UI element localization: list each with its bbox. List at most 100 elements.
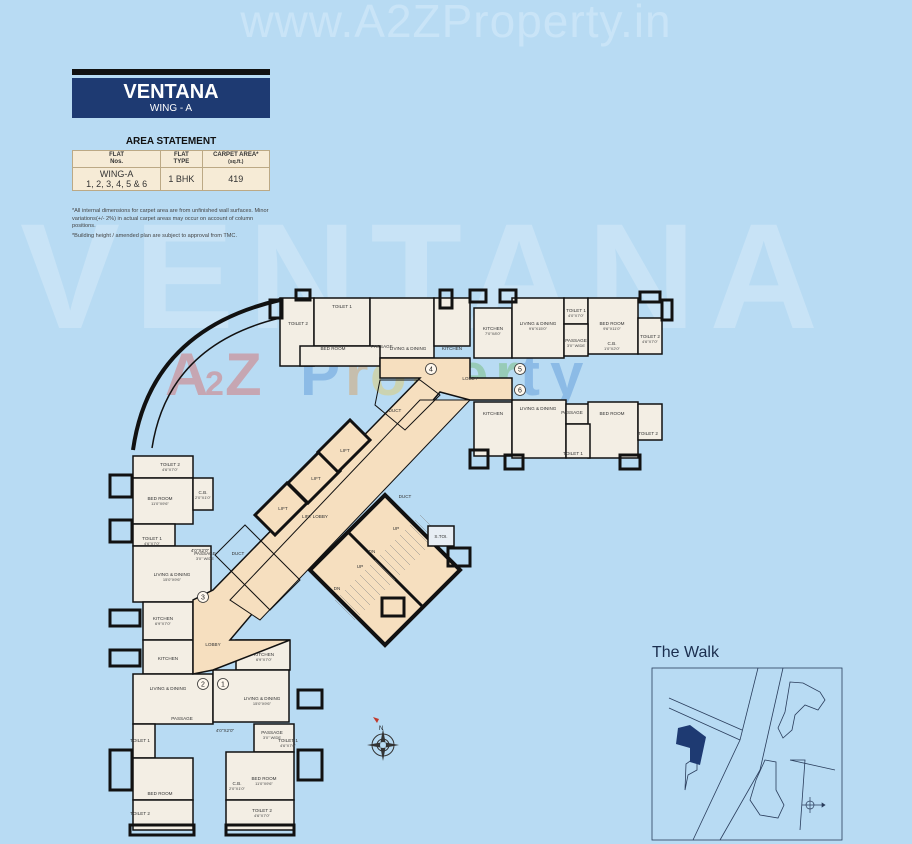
key-plan-title: The Walk bbox=[652, 644, 719, 661]
room-label: DUCT bbox=[389, 408, 402, 413]
balcony-ledge bbox=[638, 290, 662, 304]
room-label: LIVING & DINING bbox=[150, 686, 187, 691]
note: *All internal dimensions for carpet area… bbox=[72, 208, 269, 229]
flat-number-marker bbox=[197, 591, 209, 603]
room-area bbox=[299, 345, 381, 367]
room-label: C.B. bbox=[199, 490, 208, 495]
room-area bbox=[132, 757, 194, 801]
room-label: PASSAGE bbox=[171, 716, 193, 721]
room-dimension: 2'0"X1'0" bbox=[229, 786, 246, 791]
stair-tread bbox=[394, 539, 416, 561]
room-label: LIVING & DINING bbox=[520, 321, 557, 326]
room-dimension: 6'9"X7'0" bbox=[155, 621, 172, 626]
room-label: BED ROOM bbox=[320, 346, 345, 351]
flat-number-marker bbox=[514, 363, 526, 375]
room-label: TOILET 1 bbox=[130, 738, 150, 743]
room-label: 4'0"X2'0" bbox=[216, 728, 235, 733]
room-label: TOILET 1 bbox=[278, 738, 298, 743]
stair-tread bbox=[399, 534, 421, 556]
room-label: DUCT bbox=[399, 494, 412, 499]
notes: *All internal dimensions for carpet area… bbox=[72, 208, 272, 242]
room-label: TOILET 1 bbox=[142, 536, 162, 541]
room-dimension: 1'0"X2'0" bbox=[604, 346, 621, 351]
balcony-ledge bbox=[108, 648, 142, 668]
balcony-ledge bbox=[468, 448, 490, 470]
room-label: LIFT bbox=[311, 476, 321, 481]
balcony-ledge bbox=[294, 288, 312, 302]
project-title: VENTANA bbox=[123, 81, 219, 103]
room-area bbox=[132, 545, 212, 603]
balcony-ledge bbox=[108, 518, 134, 544]
flat-number: 6 bbox=[518, 388, 522, 395]
balcony-ledge bbox=[503, 453, 525, 471]
room-dimension: 6'9"X7'0" bbox=[256, 657, 273, 662]
balcony-ledge bbox=[446, 546, 472, 568]
room-area bbox=[142, 601, 194, 641]
room-dimension: 4'6"X7'0" bbox=[162, 467, 179, 472]
stair-tread bbox=[359, 574, 381, 596]
stair-tread bbox=[379, 554, 401, 576]
room-label: DN bbox=[334, 586, 341, 591]
room-label: LOBBY bbox=[205, 642, 220, 647]
room-dimension: 4'6"X7'0" bbox=[254, 813, 271, 818]
room-area bbox=[563, 323, 589, 357]
stair-tread bbox=[409, 524, 431, 546]
room-label: PASSAGE bbox=[261, 730, 283, 735]
north-compass-icon: N bbox=[367, 717, 399, 761]
room-label: BED ROOM bbox=[147, 791, 172, 796]
room-label: TOILET 2 bbox=[160, 462, 180, 467]
stair-tread bbox=[354, 579, 376, 601]
balcony-ledge bbox=[468, 288, 488, 304]
room-dimension: 9'6"X11'0" bbox=[603, 326, 621, 331]
stair-tread bbox=[364, 569, 386, 591]
lift-shaft bbox=[315, 417, 373, 475]
room-label: KITCHEN bbox=[254, 652, 274, 657]
room-dimension: 4'6"X7'0" bbox=[144, 541, 161, 546]
svg-text:Z: Z bbox=[225, 341, 262, 408]
watermark-url: www.A2ZProperty.in bbox=[240, 0, 672, 47]
room-label: C.B. bbox=[233, 781, 242, 786]
service-toilet bbox=[427, 525, 455, 547]
stair-tread bbox=[369, 564, 391, 586]
room-label: PASSAGE bbox=[194, 551, 216, 556]
flat-number: 1 bbox=[221, 682, 225, 689]
cell-carpet-area: 419 bbox=[201, 167, 271, 191]
room-area bbox=[192, 477, 214, 511]
duct-top bbox=[374, 379, 441, 431]
balcony-ledge bbox=[660, 298, 674, 322]
flat-number-marker bbox=[217, 678, 229, 690]
room-label: BED ROOM bbox=[599, 411, 624, 416]
flat-number: 2 bbox=[201, 682, 205, 689]
room-label: TOILET 2 bbox=[288, 321, 308, 326]
room-label: KITCHEN bbox=[483, 326, 503, 331]
flat-number: 3 bbox=[201, 595, 205, 602]
room-label: LOBBY bbox=[462, 376, 477, 381]
room-dimension: 15'0"X9'6" bbox=[253, 701, 272, 706]
balcony-ledge bbox=[296, 688, 324, 710]
room-label: C.B. bbox=[608, 341, 617, 346]
balcony-ledge bbox=[618, 453, 642, 471]
balcony-ledge bbox=[128, 823, 196, 837]
room-label: TOILET 2 bbox=[252, 808, 272, 813]
room-area bbox=[212, 669, 290, 723]
balcony-ledge bbox=[498, 288, 518, 304]
room-area bbox=[313, 297, 371, 347]
diagonal-lobby bbox=[229, 399, 472, 621]
balcony-ledge bbox=[108, 473, 134, 499]
room-label: KITCHEN bbox=[442, 346, 462, 351]
room-label: TOILET 1 bbox=[332, 304, 352, 309]
curved-wall bbox=[131, 298, 281, 451]
room-label: PASSAGE bbox=[565, 338, 587, 343]
room-label: TOILET 1 bbox=[566, 308, 586, 313]
room-area bbox=[511, 297, 565, 359]
stair-tread bbox=[344, 589, 366, 611]
stair-tread bbox=[384, 549, 406, 571]
balcony-ledge bbox=[438, 288, 454, 310]
room-label: 4'0"X2'0" bbox=[191, 548, 210, 553]
room-area bbox=[637, 317, 663, 355]
key-plan bbox=[651, 667, 843, 841]
